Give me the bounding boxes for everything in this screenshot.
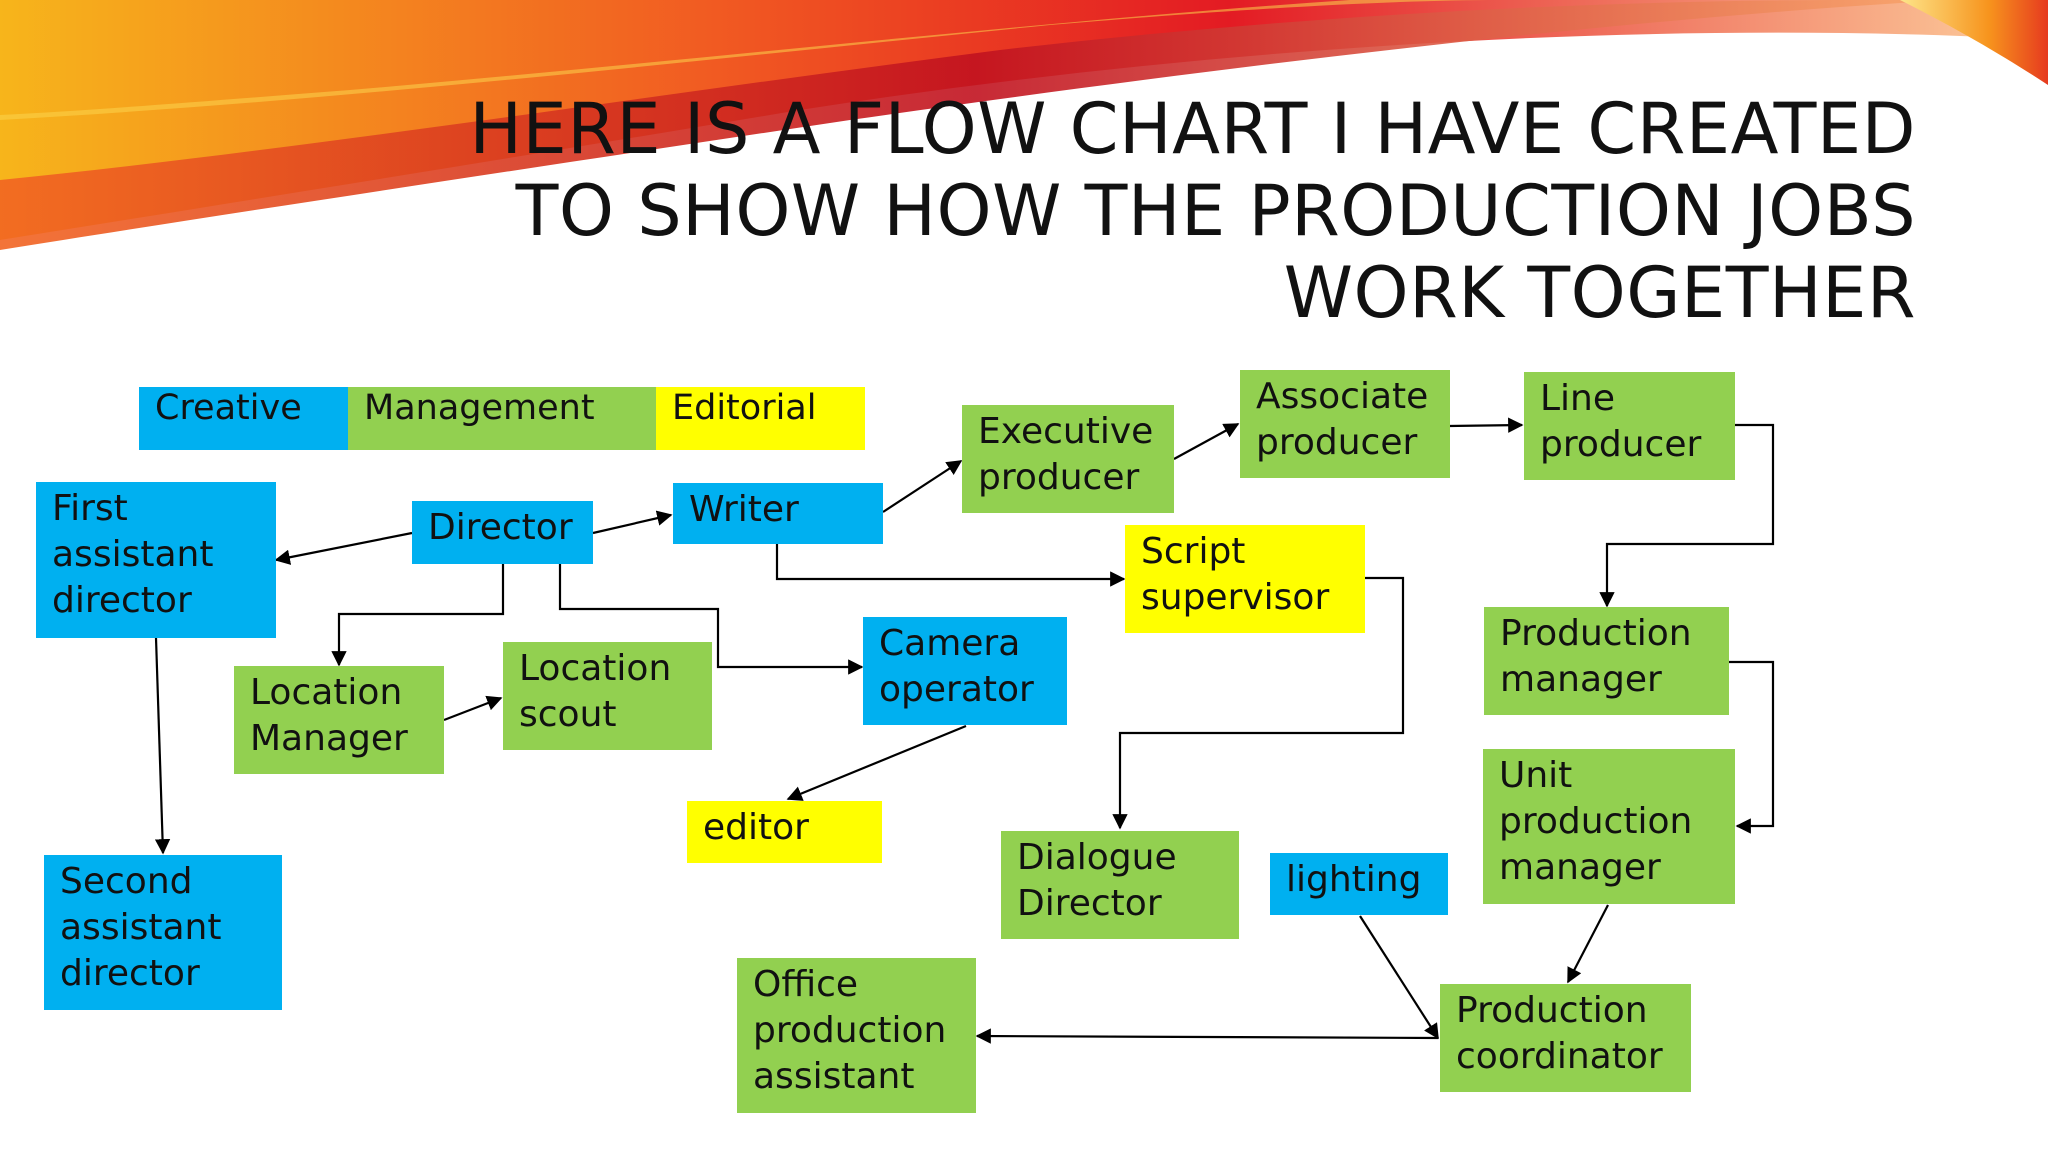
arrow-unit-pm-to-coordinator [1567,904,1609,984]
arrow-writer-to-exec-producer [882,460,963,513]
arrow-assoc-to-line-producer [1448,417,1524,433]
arrow-camera-to-editor [786,724,967,801]
node-line-producer: Line producer [1524,372,1735,480]
arrow-director-to-location-manager [331,564,505,667]
arrow-lighting-to-coordinator [1359,915,1439,1040]
node-location-scout: Location scout [503,642,712,750]
node-unit-production-manager: Unit production manager [1483,749,1735,904]
arrow-location-manager-to-scout [443,695,503,722]
legend-editorial: Editorial [656,387,865,450]
node-second-assistant-director: Second assistant director [44,855,282,1010]
node-script-supervisor: Script supervisor [1125,525,1365,633]
page-title: HERE IS A FLOW CHART I HAVE CREATED TO S… [469,88,1916,334]
decorative-swoosh [0,0,2048,250]
node-editor: editor [687,801,882,863]
arrow-director-to-camera-operator [558,564,864,675]
arrow-exec-to-assoc-producer [1173,423,1240,460]
arrow-writer-to-script-supervisor [775,544,1126,587]
node-production-manager: Production manager [1484,607,1729,715]
legend-creative: Creative [139,387,348,450]
legend-management: Management [348,387,656,450]
node-office-production-assistant: Office production assistant [737,958,976,1113]
node-lighting: lighting [1270,853,1448,915]
node-executive-producer: Executive producer [962,405,1174,513]
arrow-line-producer-to-production-manager [1599,423,1775,608]
arrow-coordinator-to-office-pa [975,1028,1439,1044]
node-director: Director [412,501,593,564]
node-associate-producer: Associate producer [1240,370,1450,478]
node-dialogue-director: Dialogue Director [1001,831,1239,939]
arrow-first-ad-to-second-ad [154,637,171,855]
node-production-coordinator: Production coordinator [1440,984,1691,1092]
arrow-director-to-first-ad [274,531,413,565]
arrow-production-manager-to-unit-pm [1729,660,1775,834]
node-first-assistant-director: First assistant director [36,482,276,638]
color-legend: Creative Management Editorial [139,387,865,450]
node-camera-operator: Camera operator [863,617,1067,725]
node-location-manager: Location Manager [234,666,444,774]
arrow-director-to-writer [592,510,673,535]
node-writer: Writer [673,483,883,544]
arrow-script-supervisor-to-dialogue-director [1112,576,1405,830]
